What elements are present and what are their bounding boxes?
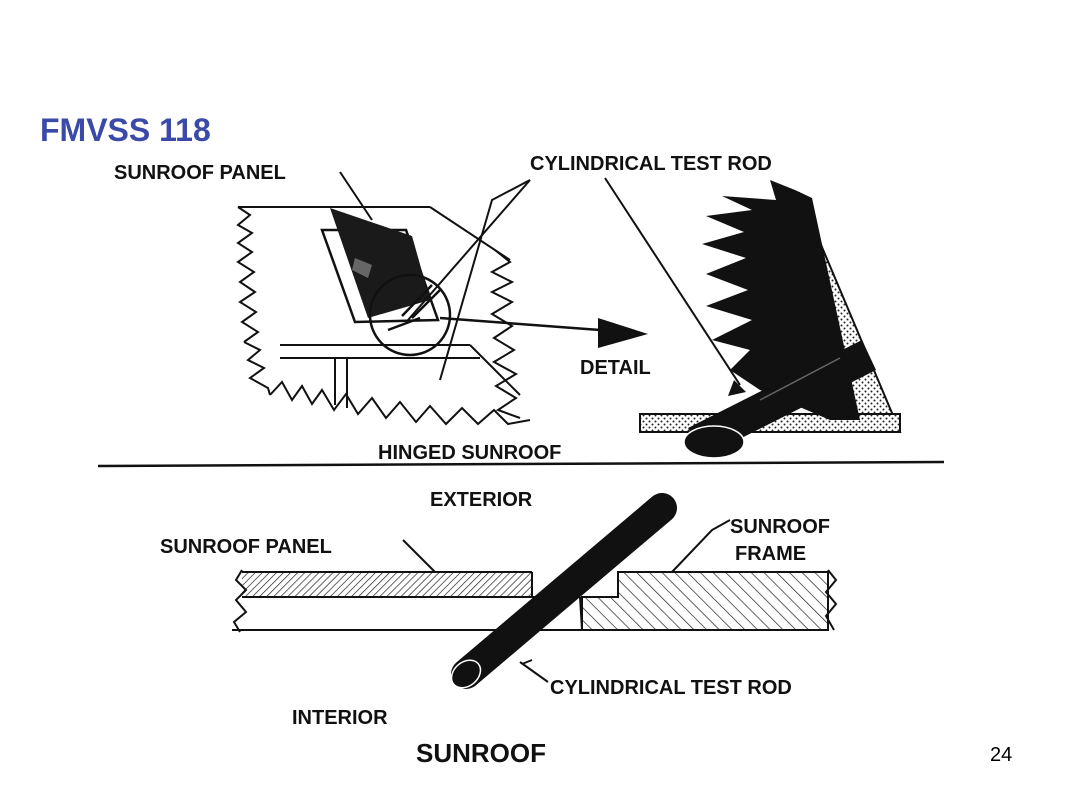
caption-sunroof: SUNROOF bbox=[416, 738, 546, 768]
label-sunroof-frame-line1: SUNROOF bbox=[730, 516, 830, 538]
detail-view bbox=[639, 180, 902, 459]
sunroof-panel-open bbox=[320, 208, 441, 324]
label-sunroof-frame-line2: FRAME bbox=[735, 543, 806, 565]
caption-hinged-sunroof: HINGED SUNROOF bbox=[378, 442, 561, 464]
test-rod-section bbox=[450, 493, 677, 689]
detail-arrow bbox=[439, 316, 648, 348]
hinged-sunroof-diagram: SUNROOF PANEL CYLINDRICAL TEST ROD DETAI… bbox=[114, 153, 902, 464]
label-sunroof-panel-top: SUNROOF PANEL bbox=[114, 162, 286, 184]
label-detail: DETAIL bbox=[580, 357, 651, 379]
test-rod-detail bbox=[683, 340, 876, 459]
label-interior: INTERIOR bbox=[292, 707, 388, 729]
label-test-rod-bottom: CYLINDRICAL TEST ROD bbox=[550, 677, 792, 699]
label-sunroof-panel-bottom: SUNROOF PANEL bbox=[160, 536, 332, 558]
roof-outline bbox=[236, 206, 531, 426]
sunroof-section-diagram: EXTERIOR SUNROOF PANEL SUNROOF FRAME CYL… bbox=[160, 489, 838, 768]
label-exterior: EXTERIOR bbox=[430, 489, 533, 511]
slide-title: FMVSS 118 bbox=[40, 112, 211, 148]
page-number: 24 bbox=[990, 744, 1013, 766]
section-sunroof-frame bbox=[579, 569, 838, 631]
label-test-rod-top: CYLINDRICAL TEST ROD bbox=[530, 153, 772, 175]
section-divider bbox=[97, 460, 945, 468]
detail-circle bbox=[368, 273, 452, 357]
